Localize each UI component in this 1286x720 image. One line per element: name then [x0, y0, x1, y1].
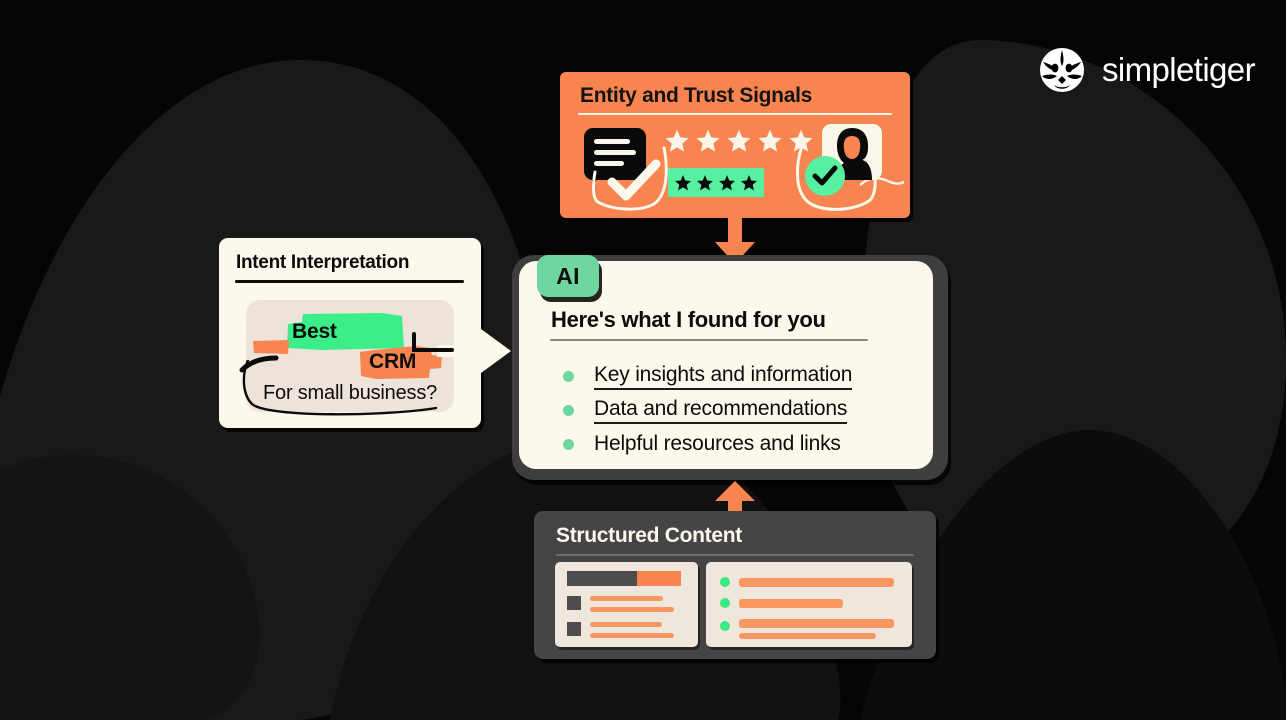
- query-term-crm: CRM: [369, 350, 417, 373]
- list-item: [720, 598, 843, 608]
- bullet-dot-icon: [720, 577, 730, 587]
- ai-response-list: Key insights and information Data and re…: [563, 359, 852, 461]
- list-item[interactable]: Key insights and information: [563, 359, 852, 393]
- structured-panel-divider: [556, 554, 914, 556]
- list-item-label: Data and recommendations: [594, 397, 847, 424]
- structured-content-panel[interactable]: Structured Content: [534, 511, 936, 659]
- text-placeholder-lines: [739, 577, 894, 587]
- star-icon: [696, 129, 720, 152]
- bullet-dot-icon: [563, 404, 574, 416]
- list-item: [567, 596, 674, 612]
- list-item[interactable]: Helpful resources and links: [563, 427, 852, 461]
- highlight-orange: [360, 346, 442, 379]
- check-icon: [607, 159, 661, 201]
- bullet-dot-icon: [720, 598, 730, 608]
- trust-icon-row: [560, 120, 910, 212]
- star-rating-outline: [664, 128, 814, 154]
- bullet-dot-icon: [563, 438, 574, 450]
- header-segment-orange: [637, 571, 681, 586]
- intent-interpretation-card[interactable]: Intent Interpretation Best CRM: [219, 238, 481, 428]
- star-icon: [719, 174, 735, 190]
- header-segment-dark: [567, 571, 637, 586]
- text-placeholder-lines: [739, 598, 843, 608]
- query-term-best: Best: [292, 320, 337, 343]
- entity-trust-signals-panel[interactable]: Entity and Trust Signals: [560, 72, 910, 218]
- arrow-intent-to-ai: [437, 329, 511, 373]
- tiger-face-icon: [1038, 46, 1086, 94]
- list-item[interactable]: Data and recommendations: [563, 393, 852, 427]
- ai-response-inner: AI Here's what I found for you Key insig…: [519, 255, 933, 469]
- bullet-dot-icon: [720, 621, 730, 631]
- verified-check-icon: [805, 156, 845, 196]
- list-item-label: Helpful resources and links: [594, 432, 841, 455]
- list-item: [720, 577, 894, 587]
- ai-response-heading: Here's what I found for you: [551, 307, 826, 332]
- ai-response-divider: [550, 339, 868, 341]
- arrow-connector-line: [412, 332, 454, 352]
- rating-badge: [668, 168, 764, 197]
- trust-panel-title: Entity and Trust Signals: [580, 84, 813, 107]
- intent-card-divider: [235, 280, 464, 283]
- star-icon: [727, 129, 751, 152]
- text-placeholder-lines: [739, 619, 894, 639]
- star-icon: [789, 129, 813, 152]
- structured-content-columns: [555, 562, 912, 647]
- structured-panel-title: Structured Content: [556, 524, 742, 547]
- search-query-bubble: Best CRM For small business?: [239, 300, 454, 416]
- bubble-outline-icon: [242, 360, 438, 416]
- ai-badge[interactable]: AI: [537, 255, 599, 297]
- highlight-orange-small: [253, 340, 289, 354]
- ai-response-card[interactable]: AI Here's what I found for you Key insig…: [512, 255, 948, 480]
- list-item-label: Key insights and information: [594, 363, 852, 390]
- highlight-green: [287, 313, 404, 350]
- arrow-structured-to-ai: [715, 481, 755, 517]
- bullet-dot-icon: [563, 370, 574, 382]
- star-icon: [697, 174, 713, 190]
- intent-card-title: Intent Interpretation: [236, 252, 410, 273]
- checkbox-icon: [567, 622, 581, 636]
- card-header-bar: [567, 571, 681, 586]
- structured-left-card[interactable]: [555, 562, 698, 647]
- star-icon: [675, 174, 691, 190]
- text-placeholder-lines: [590, 596, 674, 612]
- checkbox-icon: [567, 596, 581, 610]
- structured-right-card[interactable]: [706, 562, 912, 647]
- text-placeholder-lines: [590, 622, 674, 638]
- hand-drawn-bracket-icon: [796, 144, 877, 211]
- arrow-trust-to-ai: [715, 218, 755, 264]
- query-qualifier: For small business?: [263, 382, 438, 404]
- brand-name: simpletiger: [1102, 51, 1256, 88]
- brand-logo: simpletiger: [1038, 46, 1256, 94]
- star-icon: [665, 129, 689, 152]
- trust-panel-divider: [578, 113, 892, 115]
- hand-drawn-bracket-icon: [592, 146, 668, 211]
- star-icon: [758, 129, 782, 152]
- list-item: [720, 619, 894, 639]
- star-icon: [741, 174, 757, 190]
- list-item: [567, 622, 674, 638]
